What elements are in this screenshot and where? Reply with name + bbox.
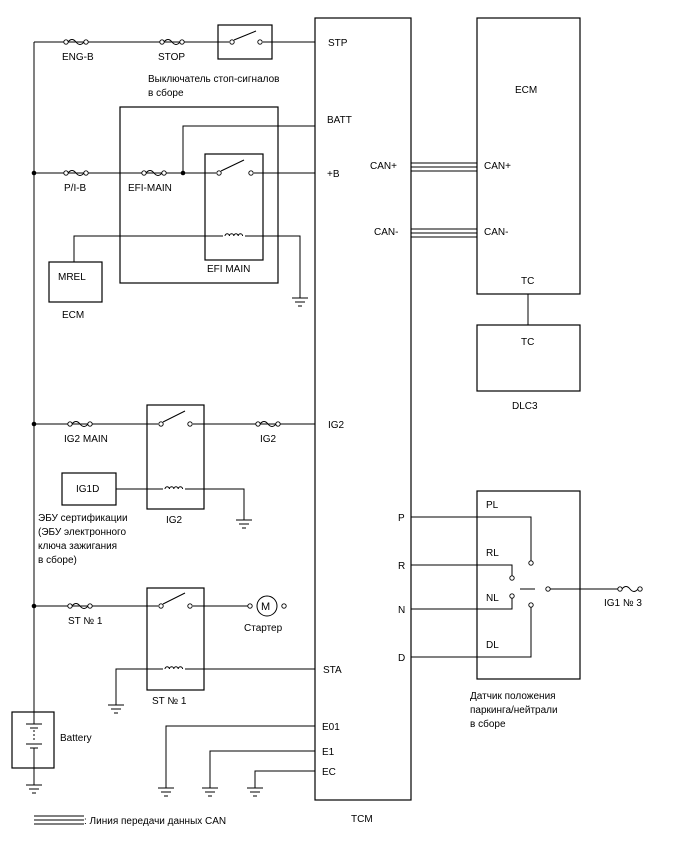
fuse-label-st1: ST № 1 [68,616,103,627]
tcm-pin-d: D [398,653,405,664]
fuse-efi-main [141,170,167,176]
dlc3-block [476,324,581,392]
tcm-pin-ec: EC [322,767,336,778]
cert-ecu-label-2: (ЭБУ электронного [38,527,126,538]
starter-label: Стартер [244,623,283,634]
fuse-label-ig2-main: IG2 MAIN [64,434,108,445]
tcm-pin-e1: E1 [322,747,335,758]
tcm-pin-sta: STA [323,665,342,676]
cert-ecu-label-1: ЭБУ сертификации [38,512,128,524]
mrel-box [48,261,103,303]
ecm-pin-can-plus: CAN+ [484,161,511,172]
fuse-ig1-3 [617,586,643,592]
fuse-label-stop: STOP [158,52,185,63]
tcm-pin-plus-b: +B [327,169,340,180]
starter-motor-icon [247,595,287,617]
tcm-pin-batt: BATT [327,115,352,126]
tcm-pin-r: R [398,561,405,572]
can-legend-label: : Линия передачи данных CAN [84,816,226,827]
pn-switch-label-3: в сборе [470,718,506,730]
fuse-label-p-i-b: P/I-B [64,183,87,194]
can-legend-symbol [34,815,84,825]
mrel-ecm-label: ECM [62,310,84,321]
tcm-pin-e01: E01 [322,722,340,733]
park-neutral-switch-block [476,490,581,680]
st1-relay [146,587,205,691]
efi-main-coil [223,231,245,241]
tcm-pin-can-plus: CAN+ [370,161,397,172]
can-plus-bus [411,162,477,172]
battery-icon [26,712,42,785]
pn-pin-rl: RL [486,548,499,559]
battery-box [11,711,55,769]
ground-symbol [202,787,218,797]
ig1d-label: IG1D [76,484,99,495]
tcm-label: TCM [351,814,373,825]
ecm-label: ECM [515,85,537,96]
fuse-st1 [67,603,93,609]
ig1d-box [61,472,117,506]
ground-symbol [158,787,174,797]
tcm-pin-n: N [398,605,405,616]
fuse-label-efi-main: EFI-MAIN [128,183,172,194]
tcm-pin-ig2: IG2 [328,420,345,431]
stop-switch-label-1: Выключатель стоп-сигналов [148,74,279,85]
pn-pin-pl: PL [486,500,499,511]
dlc3-label: DLC3 [512,401,538,412]
ecm-block [476,17,581,295]
fuse-label-ig2: IG2 [260,434,277,445]
fuse-stop [159,39,185,45]
ground-symbol [247,787,263,797]
tcm-pin-can-minus: CAN- [374,227,398,238]
cert-ecu-label-4: в сборе) [38,554,77,566]
pn-pin-dl: DL [486,640,499,651]
ground-symbol [108,704,124,714]
ig2-relay-label: IG2 [166,515,183,526]
st1-relay-label: ST № 1 [152,696,187,707]
tcm-block [314,17,412,801]
st1-coil [163,664,185,674]
ig2-coil [163,484,185,494]
pn-switch-label-1: Датчик положения [470,691,556,702]
starter-motor-symbol: M [261,601,270,613]
pn-switch-contacts [477,516,580,658]
tcm-pin-p: P [398,513,405,524]
ecm-pin-can-minus: CAN- [484,227,508,238]
ground-symbol [26,784,42,794]
fuse-ig2 [255,421,281,427]
stop-switch-label-2: в сборе [148,87,184,99]
pn-switch-label-2: паркинга/нейтрали [470,705,558,716]
fuse-label-ig1-3: IG1 № 3 [604,598,642,609]
ground-symbol [236,519,252,529]
ecm-pin-tc: TC [521,276,534,287]
mrel-label: MREL [58,272,86,283]
tcm-pin-stp: STP [328,38,348,49]
fuse-eng-b [63,39,89,45]
fuse-ig2-main [67,421,93,427]
battery-label: Battery [60,733,92,744]
cert-ecu-label-3: ключа зажигания [38,541,117,552]
fuse-label-eng-b: ENG-B [62,52,94,63]
ground-symbol [292,297,308,307]
fuse-p-i-b [63,170,89,176]
dlc3-pin-tc: TC [521,337,534,348]
efi-main-relay-label: EFI MAIN [207,264,250,275]
pn-pin-nl: NL [486,593,499,604]
can-minus-bus [411,228,477,238]
